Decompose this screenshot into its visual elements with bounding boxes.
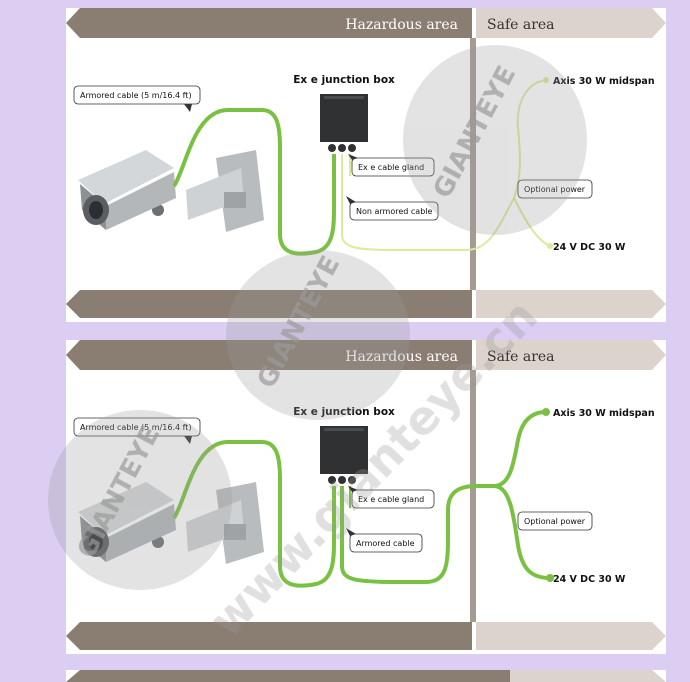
midspan-endpoint [543,77,549,83]
svg-text:Ex e cable gland: Ex e cable gland [358,163,424,172]
light-cable-path [341,79,547,251]
zone-divider [470,38,476,290]
svg-text:Armored cable (5 m/16.4 ft): Armored cable (5 m/16.4 ft) [80,91,192,100]
hazardous-header-bar [66,340,472,370]
armored-cable-to-safe [340,410,547,584]
callout-cable-type: Armored cable [346,528,423,553]
midspan-endpoint [542,408,550,416]
diagram-panel-1: Hazardous area Safe area [66,8,666,322]
hazardous-header-bar [66,8,472,38]
junction-box-icon [320,426,368,484]
safe-header-bar [476,8,666,38]
callout-armored-cable: Armored cable (5 m/16.4 ft) [73,85,201,112]
diagram-panel-2: Hazardous area Safe area Ex e juncti [66,340,666,654]
junction-box-label: Ex e junction box [293,74,395,86]
svg-text:Ex e cable gland: Ex e cable gland [358,495,424,504]
safe-area-label: Safe area [487,17,555,33]
svg-text:Optional power: Optional power [524,517,586,526]
callout-gland: Ex e cable gland [348,154,435,177]
diagram-2-svg: Hazardous area Safe area Ex e juncti [66,340,666,650]
armored-cable-path [172,440,336,588]
callout-armored-cable: Armored cable (5 m/16.4 ft) [73,417,201,444]
hazardous-area-label: Hazardous area [345,349,458,365]
dc-label: 24 V DC 30 W [553,574,626,585]
safe-header-bar [476,340,666,370]
junction-box-label: Ex e junction box [293,406,395,418]
midspan-label: Axis 30 W midspan [553,76,655,87]
svg-text:Optional power: Optional power [524,185,586,194]
safe-footer-bar [476,290,666,318]
dc-label: 24 V DC 30 W [553,242,626,253]
junction-box-icon [320,94,368,152]
svg-text:Armored cable (5 m/16.4 ft): Armored cable (5 m/16.4 ft) [80,423,192,432]
callout-cable-type: Non armored cable [346,196,439,221]
zone-divider [470,370,476,622]
hazardous-footer-bar [66,290,472,318]
diagram-3-svg [66,670,666,682]
safe-footer-bar [476,622,666,650]
svg-text:Non armored cable: Non armored cable [356,207,432,216]
diagram-1-svg: Hazardous area Safe area [66,8,666,318]
dc-endpoint [547,243,553,249]
armored-cable-path [172,108,336,256]
hazardous-area-label: Hazardous area [345,17,458,33]
diagram-panel-3 [66,670,666,682]
camera-icon [78,150,264,232]
dc-endpoint [546,574,554,582]
safe-header-bar [510,670,666,682]
safe-area-label: Safe area [487,349,555,365]
midspan-label: Axis 30 W midspan [553,408,655,419]
camera-icon [78,482,264,564]
svg-text:Armored cable: Armored cable [356,539,415,548]
armored-cable-branch [493,484,551,580]
hazardous-footer-bar [66,622,472,650]
callout-gland: Ex e cable gland [348,486,435,509]
hazardous-header-bar [66,670,510,682]
light-cable-branch [513,197,551,247]
callout-optional-power: Optional power [517,511,593,531]
callout-optional-power: Optional power [517,179,593,199]
